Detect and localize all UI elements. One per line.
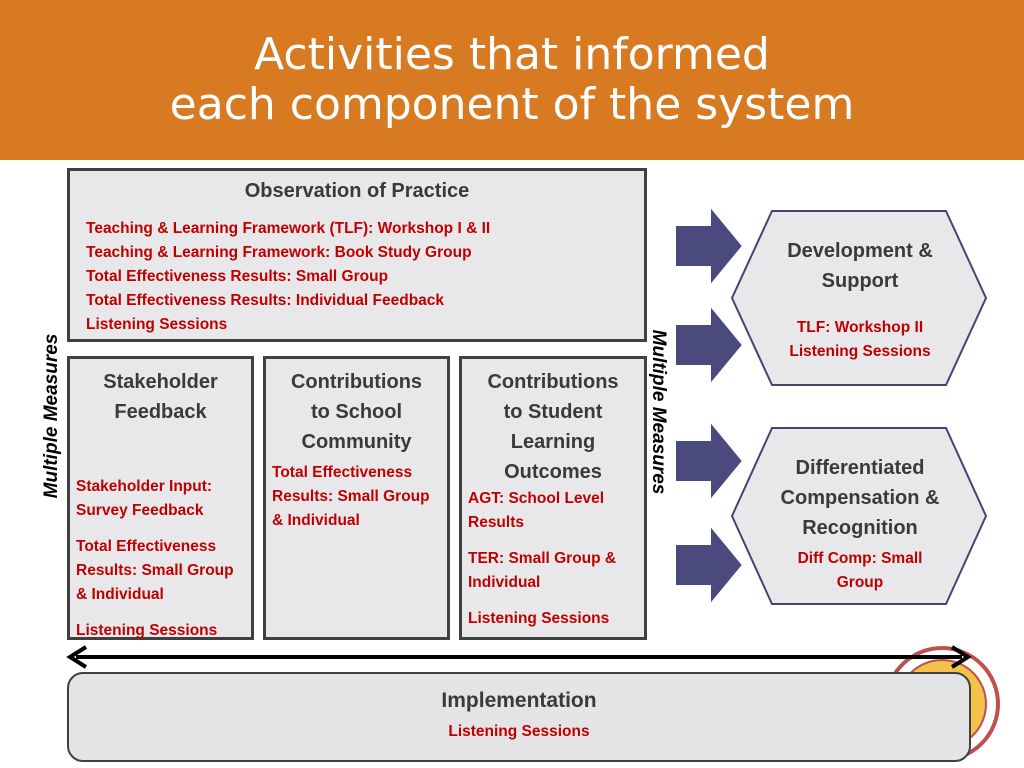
arrow-right-icon bbox=[674, 522, 745, 608]
compensation-heading: Differentiated Compensation & Recognitio… bbox=[780, 457, 940, 539]
double-arrow bbox=[66, 645, 972, 669]
development-item: Listening Sessions bbox=[789, 343, 931, 360]
observation-item: Teaching & Learning Framework: Book Stud… bbox=[86, 244, 472, 261]
school-community-heading: Contributions to School Community bbox=[290, 371, 423, 453]
observation-heading: Observation of Practice bbox=[244, 180, 470, 202]
observation-item: Total Effectiveness Results: Individual … bbox=[86, 292, 445, 309]
student-outcomes-box: Contributions to Student Learning Outcom… bbox=[459, 356, 647, 640]
observation-item: Total Effectiveness Results: Small Group bbox=[86, 268, 389, 285]
stakeholder-item: Listening Sessions bbox=[76, 622, 218, 639]
hexagon-shape bbox=[730, 210, 988, 386]
title-bar: Activities that informed each component … bbox=[0, 0, 1024, 160]
observation-box: Observation of Practice Teaching & Learn… bbox=[67, 168, 647, 342]
school-community-item: Total Effectiveness Results: Small Group… bbox=[272, 464, 430, 529]
stakeholder-item: Stakeholder Input: Survey Feedback bbox=[76, 478, 213, 519]
student-outcomes-heading: Contributions to Student Learning Outcom… bbox=[487, 371, 619, 483]
implementation-box: Implementation Listening Sessions bbox=[67, 672, 971, 762]
development-item: TLF: Workshop II bbox=[796, 319, 924, 336]
stakeholder-item: Total Effectiveness Results: Small Group… bbox=[76, 538, 234, 603]
compensation-item: Diff Comp: Small bbox=[797, 550, 923, 567]
compensation-hexagon: Differentiated Compensation & Recognitio… bbox=[730, 425, 990, 607]
student-outcomes-item: AGT: School Level Results bbox=[468, 490, 605, 531]
school-community-box: Contributions to School Community Total … bbox=[263, 356, 450, 640]
observation-item: Teaching & Learning Framework (TLF): Wor… bbox=[86, 220, 491, 237]
development-heading: Development & Support bbox=[787, 240, 933, 292]
title-line-2: each component of the system bbox=[169, 79, 855, 130]
multiple-measures-right-label: Multiple Measures bbox=[648, 329, 669, 495]
arrow-right-icon bbox=[674, 302, 745, 388]
development-support-hexagon: Development & Support TLF: Workshop II L… bbox=[730, 208, 990, 388]
stakeholder-heading: Stakeholder Feedback bbox=[103, 371, 218, 423]
arrow-right-icon bbox=[674, 418, 745, 504]
arrow-right-icon bbox=[674, 203, 745, 289]
student-outcomes-item: Listening Sessions bbox=[468, 610, 610, 627]
implementation-heading: Implementation bbox=[441, 689, 597, 712]
arrows bbox=[674, 203, 745, 608]
stakeholder-feedback-box: Stakeholder Feedback Stakeholder Input: … bbox=[67, 356, 254, 640]
implementation-item: Listening Sessions bbox=[448, 723, 590, 740]
observation-item: Listening Sessions bbox=[86, 316, 228, 333]
title-line-1: Activities that informed bbox=[254, 29, 770, 80]
compensation-item: Group bbox=[836, 574, 884, 591]
multiple-measures-left-label: Multiple Measures bbox=[41, 333, 62, 499]
hexagon-shape bbox=[730, 427, 988, 605]
student-outcomes-item: TER: Small Group & Individual bbox=[468, 550, 617, 591]
